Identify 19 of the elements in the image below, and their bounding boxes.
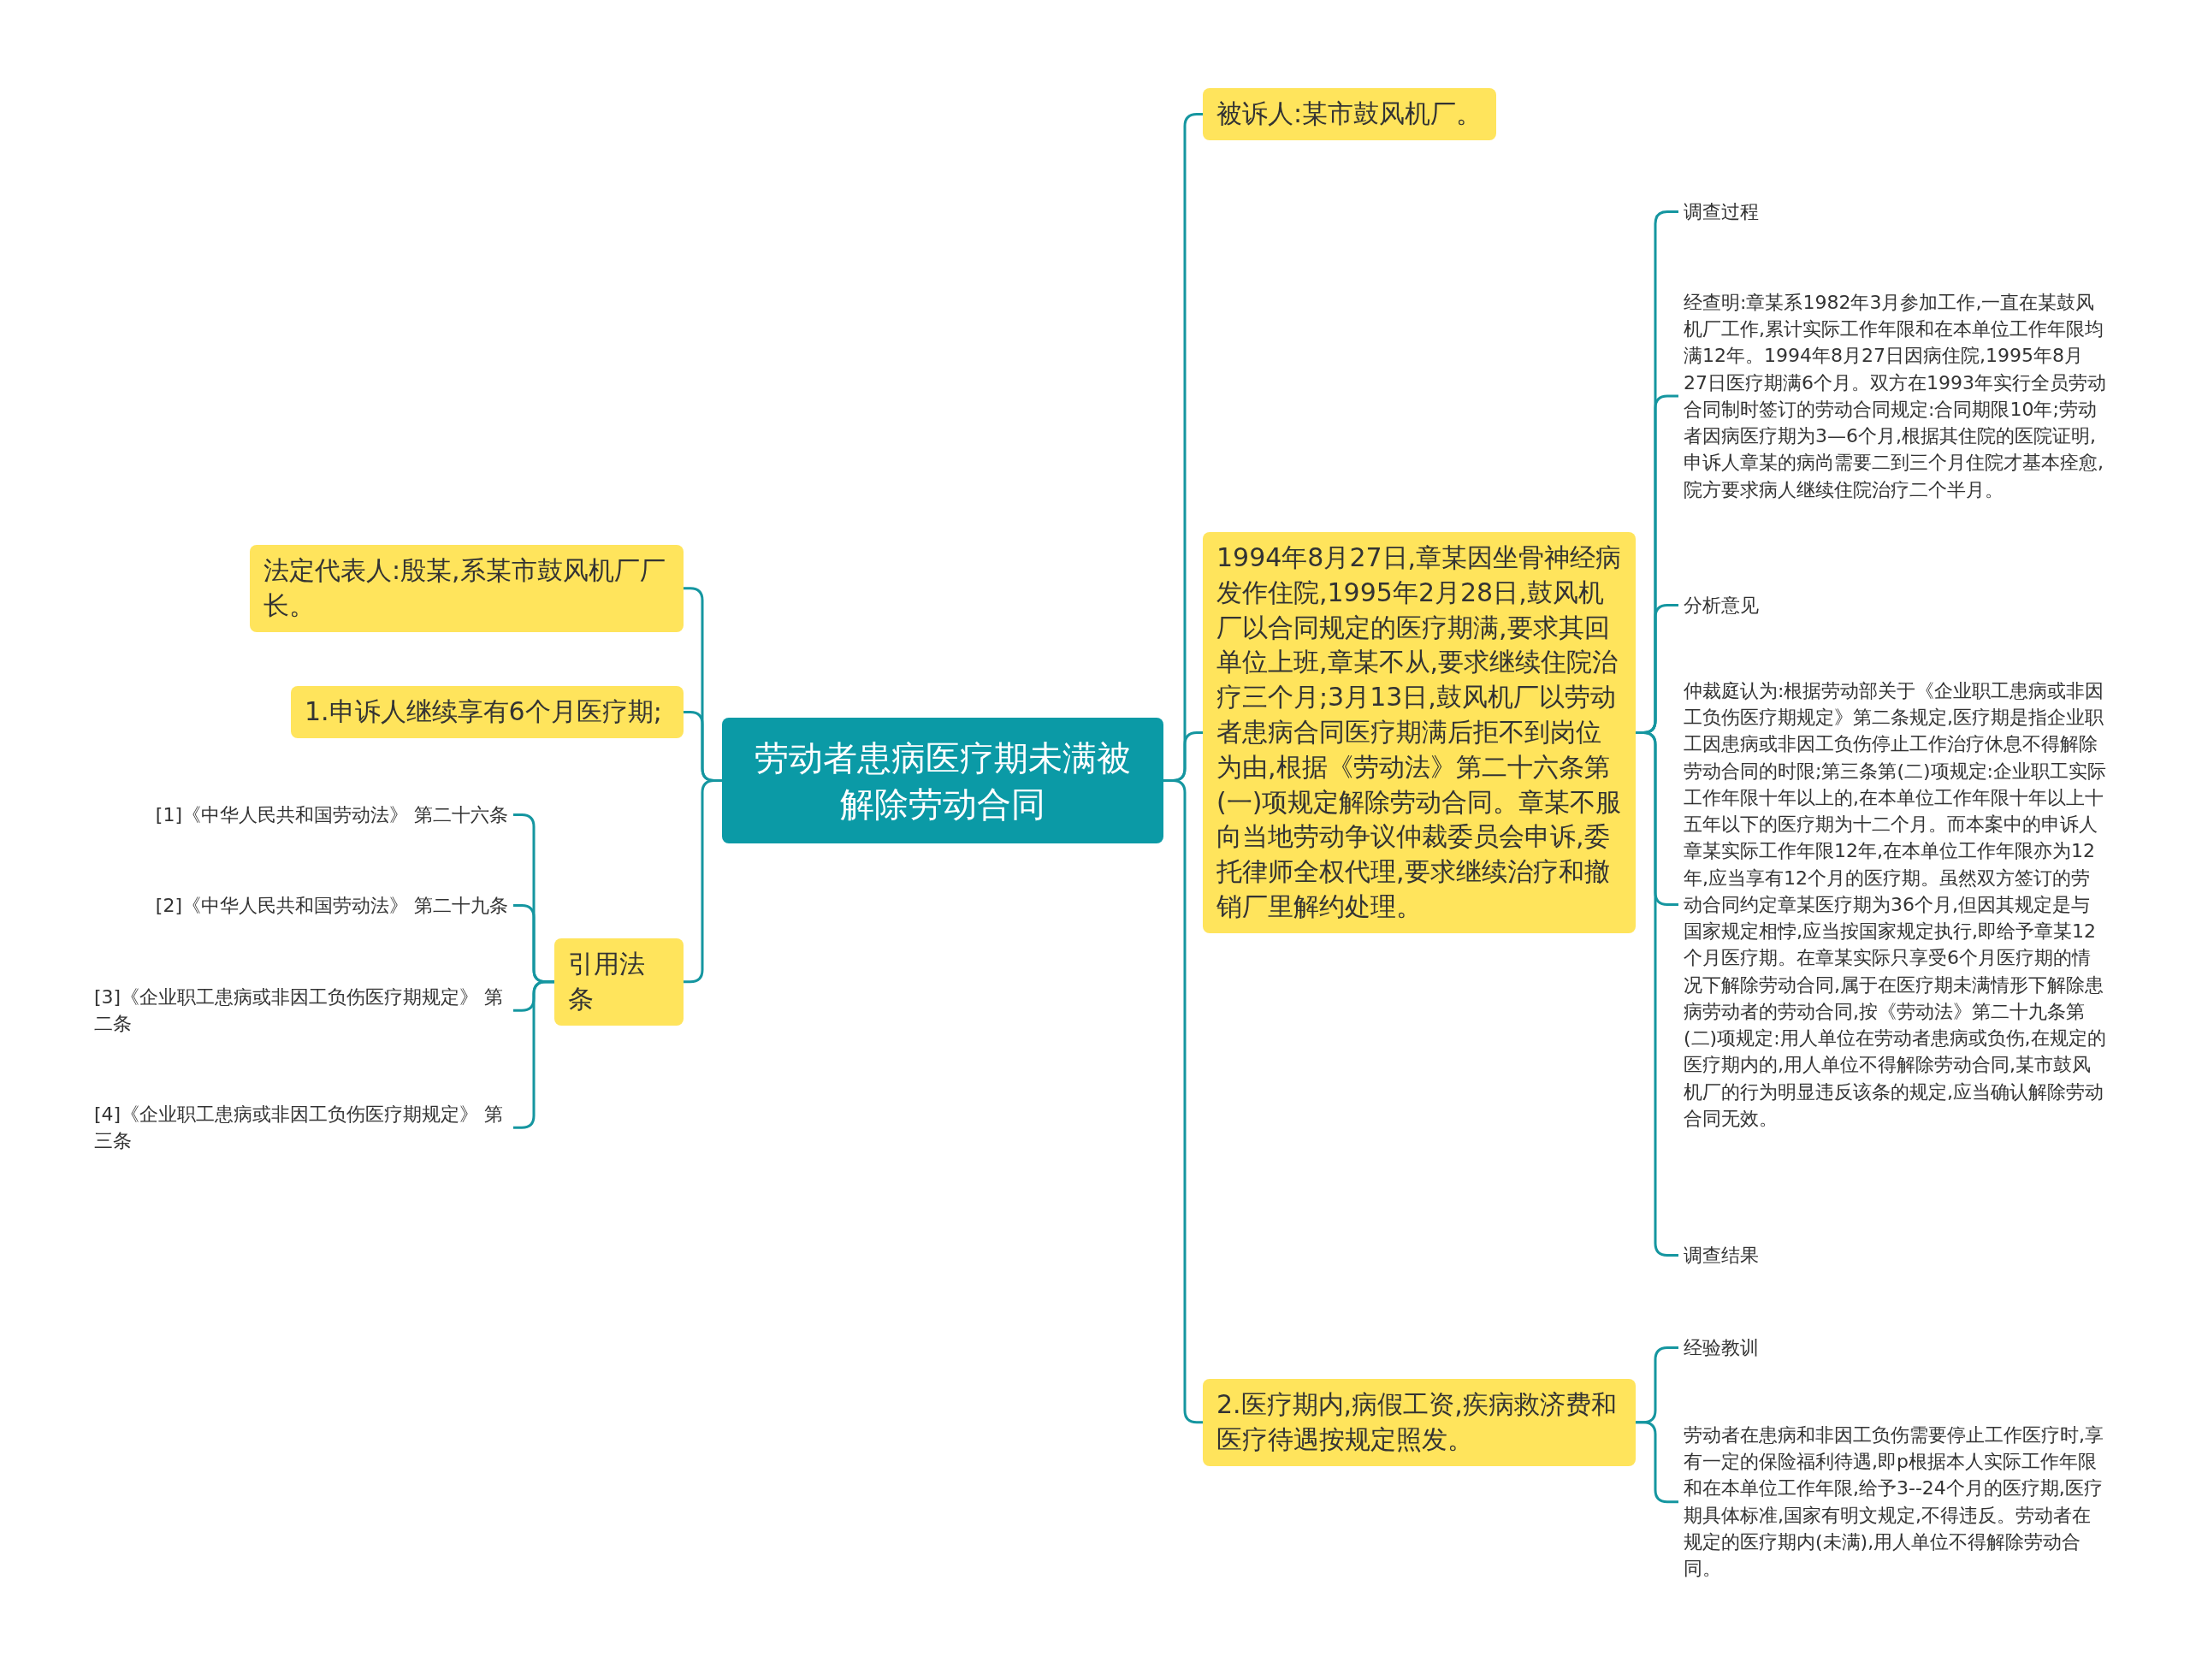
- note-text: 经验教训: [1678, 1334, 1935, 1362]
- central-topic-box: 劳动者患病医疗期未满被解除劳动合同: [722, 718, 1163, 843]
- note-text: 调查过程: [1678, 198, 1935, 226]
- citation-text: [4]《企业职工患病或非因工负伤医疗期规定》 第三条: [94, 1101, 513, 1155]
- note-text: 调查结果: [1678, 1242, 1935, 1269]
- topic-box: 法定代表人:殷某,系某市鼓风机厂厂长。: [250, 545, 684, 632]
- note-text: 经查明:章某系1982年3月参加工作,一直在某鼓风机厂工作,累计实际工作年限和在本单位工作年限均满12年。1994年8月27日因病住院,1995年8月27日医疗期满6个月。双方在1993年实行全员劳动合同制时签订的劳动合同规定:合同期限10年;劳动者因病医疗期为3—6个月,根据其住院的医院证明,申诉人章某的病尚需要二到三个月住院才基本痊愈,院方要求病人继续住院治疗二个半月。: [1678, 289, 2106, 503]
- note-text: 分析意见: [1678, 592, 1935, 619]
- note-text: 劳动者在患病和非因工负伤需要停止工作医疗时,享有一定的保险福利待遇,即p根据本人实际工作年限和在本单位工作年限,给予3--24个月的医疗期,医疗期具体标准,国家有明文规定,不得违反。劳动者在规定的医疗期内(未满),用人单位不得解除劳动合同。: [1678, 1422, 2106, 1582]
- citation-text: [2]《中华人民共和国劳动法》 第二十九条: [86, 892, 513, 920]
- topic-box: 被诉人:某市鼓风机厂。: [1203, 88, 1496, 140]
- topic-box: 引用法条: [554, 938, 684, 1026]
- citation-text: [1]《中华人民共和国劳动法》 第二十六条: [86, 802, 513, 829]
- topic-box: 1.申诉人继续享有6个月医疗期;: [291, 686, 684, 738]
- topic-box: 1994年8月27日,章某因坐骨神经病发作住院,1995年2月28日,鼓风机厂以合同规定的医疗期满,要求其回单位上班,章某不从,要求继续住院治疗三个月;3月13日,鼓风机厂以劳动者患病合同医疗期满后拒不到岗位为由,根据《劳动法》第二十六条第(一)项规定解除劳动合同。章某不服向当地劳动争议仲裁委员会申诉,委托律师全权代理,要求继续治疗和撤销厂里解约处理。: [1203, 532, 1636, 933]
- connector-line: [684, 779, 722, 984]
- topic-box: 2.医疗期内,病假工资,疾病救济费和医疗待遇按规定照发。: [1203, 1379, 1636, 1466]
- citation-text: [3]《企业职工患病或非因工负伤医疗期规定》 第二条: [94, 984, 513, 1038]
- note-text: 仲裁庭认为:根据劳动部关于《企业职工患病或非因工负伤医疗期规定》第二条规定,医疗期是指企业职工因患病或非因工负伤停止工作治疗休息不得解除劳动合同的时限;第三条第(二)项规定:企业职工实际工作年限十年以上的,在本单位工作年限十年以上十五年以下的医疗期为十二个月。而本案中的申诉人章某实际工作年限12年,在本单位工作年限亦为12年,应当享有12个月的医疗期。虽然双方签订的劳动合同约定章某医疗期为36个月,但因其规定是与国家规定相悖,应当按国家规定执行,即给予章某12个月医疗期。在章某实际只享受6个月医疗期的情况下解除劳动合同,属于在医疗期未满情形下解除患病劳动者的劳动合同,按《劳动法》第二十九条第(二)项规定:用人单位在劳动者患病或负伤,在规定的医疗期内的,用人单位不得解除劳动合同,某市鼓风机厂的行为明显违反该条的规定,应当确认解除劳动合同无效。: [1678, 677, 2106, 1132]
